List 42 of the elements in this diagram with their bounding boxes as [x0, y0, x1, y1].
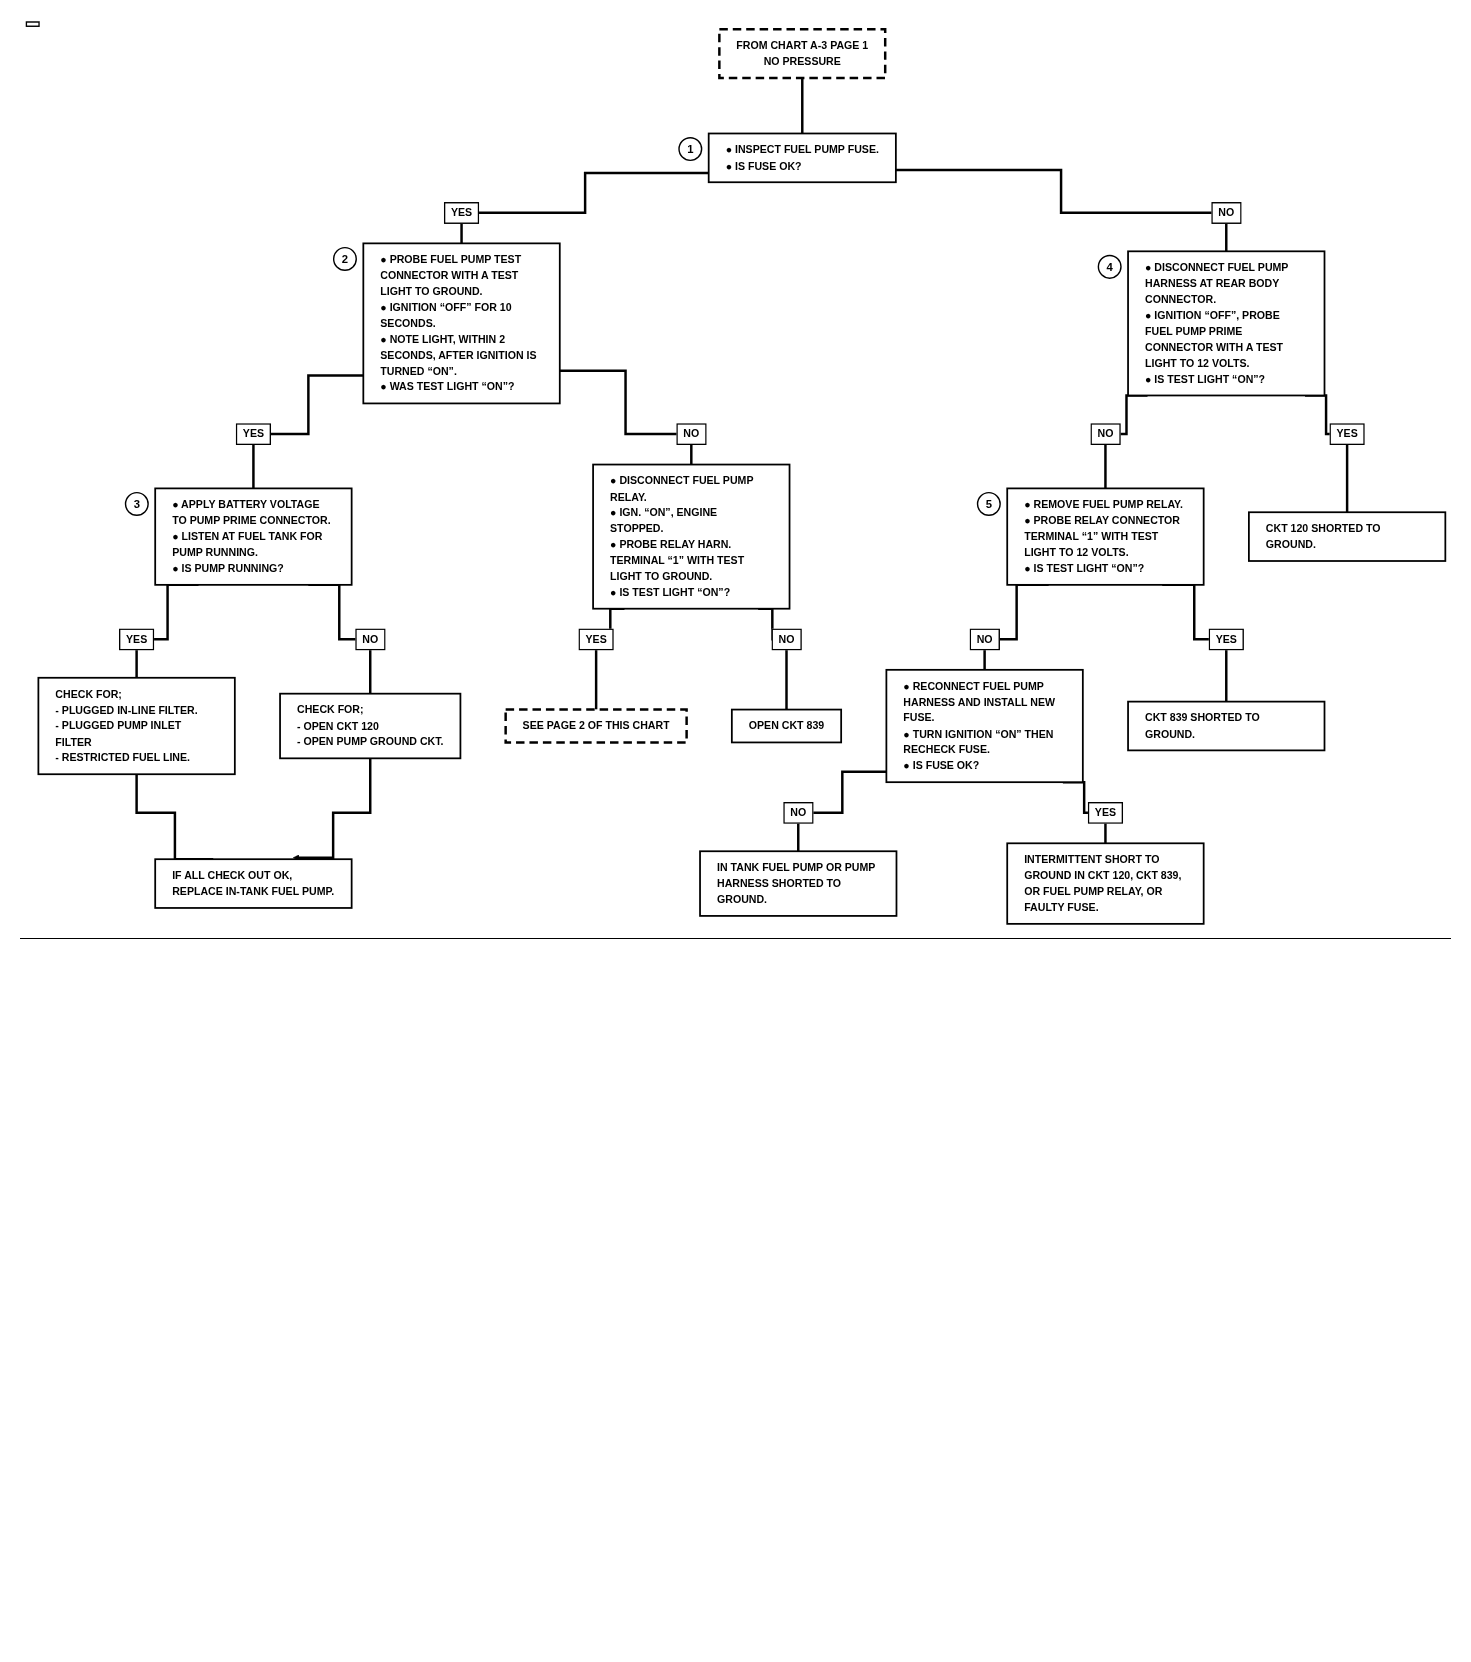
connector [252, 374, 364, 490]
process-box: ● APPLY BATTERY VOLTAGE TO PUMP PRIME CONNECTOR. ● LISTEN AT FUEL TANK FOR PUMP RUNNING. ● IS PUMP RUNNING? [154, 487, 353, 586]
process-box: ● DISCONNECT FUEL PUMP HARNESS AT REAR BODY CONNECTOR. ● IGNITION “OFF”, PROBE FUEL PUMP PRIME CONNECTOR WITH A TEST LIGHT TO 12 VOLTS. ● IS TEST LIGHT “ON”? [1127, 250, 1326, 397]
edge-label: NO [362, 632, 379, 645]
edge-label: YES [585, 632, 607, 645]
step-number: 3 [124, 491, 149, 516]
process-box: ● RECONNECT FUEL PUMP HARNESS AND INSTALL NEW FUSE. ● TURN IGNITION “ON” THEN RECHECK FUSE. ● IS FUSE OK? [885, 668, 1084, 784]
step-number: 1 [678, 137, 703, 162]
process-box: ● DISCONNECT FUEL PUMP RELAY. ● IGN. “ON”, ENGINE STOPPED. ● PROBE RELAY HARN. TERMINAL “1” WITH TEST LIGHT TO GROUND. ● IS TEST LIGHT “ON”? [592, 463, 791, 610]
process-box: FROM CHART A-3 PAGE 1 NO PRESSURE [718, 28, 887, 80]
process-box: SEE PAGE 2 OF THIS CHART [504, 708, 688, 744]
edge-label: NO [1097, 427, 1114, 440]
edge-label: YES [242, 427, 265, 440]
arrow [292, 757, 372, 861]
connector [895, 168, 1228, 253]
connector [559, 369, 693, 466]
process-box: CHECK FOR; - PLUGGED IN-LINE FILTER. - PLUGGED PUMP INLET FILTER - RESTRICTED FUEL LINE. [37, 676, 236, 776]
edge-label: NO [778, 632, 795, 645]
step-number: 4 [1097, 254, 1122, 279]
edge-label: NO [683, 427, 700, 440]
edge-label: YES [126, 632, 148, 645]
step-number: 2 [332, 246, 357, 271]
edge-label: NO [1218, 206, 1235, 219]
process-box: CHECK FOR; - OPEN CKT 120 - OPEN PUMP GROUND CKT. [279, 692, 462, 760]
edge-label: NO [976, 632, 993, 645]
edge-label: YES [450, 206, 473, 219]
connector [460, 171, 709, 245]
process-box: ● INSPECT FUEL PUMP FUSE. ● IS FUSE OK? [707, 132, 897, 184]
process-box: INTERMITTENT SHORT TO GROUND IN CKT 120, CKT 839, OR FUEL PUMP RELAY, OR FAULTY FUSE. [1006, 842, 1205, 925]
process-box: ● PROBE FUEL PUMP TEST CONNECTOR WITH A TEST LIGHT TO GROUND. ● IGNITION “OFF” FOR 10 SECONDS. ● NOTE LIGHT, WITHIN 2 SECONDS, AFTER IGNITION IS TURNED “ON”. ● WAS TEST LIGHT “ON”? [362, 242, 561, 405]
connector [797, 770, 887, 853]
process-box: CKT 120 SHORTED TO GROUND. [1248, 511, 1447, 562]
edge-label: NO [790, 806, 807, 819]
edge-label: YES [1094, 806, 1117, 819]
process-box: ● REMOVE FUEL PUMP RELAY. ● PROBE RELAY CONNECTOR TERMINAL “1” WITH TEST LIGHT TO 12 VOLTS. ● IS TEST LIGHT “ON”? [1006, 487, 1205, 586]
step-number: 5 [976, 491, 1001, 516]
process-box: OPEN CKT 839 [730, 708, 843, 744]
edge-label: YES [1215, 632, 1237, 645]
process-box: IN TANK FUEL PUMP OR PUMP HARNESS SHORTED TO GROUND. [699, 850, 898, 917]
edge-label: YES [1336, 427, 1358, 440]
process-box: CKT 839 SHORTED TO GROUND. [1127, 700, 1326, 752]
process-box: IF ALL CHECK OUT OK, REPLACE IN-TANK FUEL PUMP. [154, 858, 353, 909]
